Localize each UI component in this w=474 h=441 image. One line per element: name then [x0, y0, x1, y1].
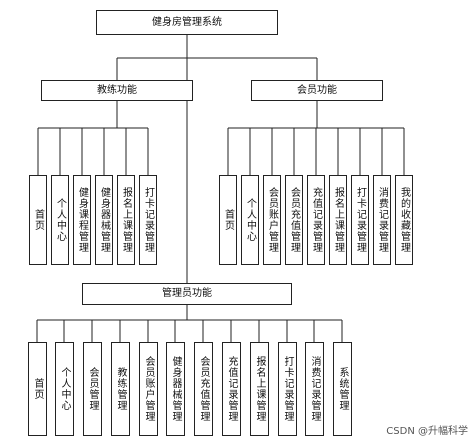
coach-item-equipment: 健身器械管理: [95, 175, 113, 265]
admin-item-system: 系统管理: [333, 342, 352, 436]
member-label: 会员功能: [297, 84, 337, 96]
admin-item-member: 会员管理: [83, 342, 102, 436]
coach-item-checkin: 打卡记录管理: [139, 175, 157, 265]
member-item-recharge-record: 充值记录管理: [307, 175, 325, 265]
admin-item-account: 会员账户管理: [139, 342, 158, 436]
member-item-checkin: 打卡记录管理: [351, 175, 369, 265]
admin-item-equipment: 健身器械管理: [166, 342, 185, 436]
admin-item-coach: 教练管理: [111, 342, 130, 436]
admin-item-checkin: 打卡记录管理: [278, 342, 297, 436]
coach-item-home: 首页: [29, 175, 47, 265]
admin-item-recharge-record: 充值记录管理: [222, 342, 241, 436]
root-node: 健身房管理系统: [96, 10, 278, 35]
coach-item-course: 健身课程管理: [73, 175, 91, 265]
admin-item-consumption: 消费记录管理: [305, 342, 324, 436]
admin-item-profile: 个人中心: [55, 342, 74, 436]
member-item-enroll: 报名上课管理: [329, 175, 347, 265]
admin-item-home: 首页: [28, 342, 47, 436]
coach-label: 教练功能: [97, 84, 137, 96]
admin-label: 管理员功能: [162, 288, 212, 299]
member-node: 会员功能: [251, 80, 383, 101]
member-item-favorites: 我的收藏管理: [395, 175, 413, 265]
root-label: 健身房管理系统: [152, 16, 222, 28]
member-item-profile: 个人中心: [241, 175, 259, 265]
member-item-account: 会员账户管理: [263, 175, 281, 265]
admin-node: 管理员功能: [82, 283, 292, 305]
member-item-home: 首页: [219, 175, 237, 265]
coach-item-enroll: 报名上课管理: [117, 175, 135, 265]
coach-item-profile: 个人中心: [51, 175, 69, 265]
admin-item-recharge: 会员充值管理: [194, 342, 213, 436]
watermark-text: CSDN @升幅科学: [386, 426, 468, 437]
coach-node: 教练功能: [41, 80, 193, 101]
member-item-consumption: 消费记录管理: [373, 175, 391, 265]
admin-item-enroll: 报名上课管理: [250, 342, 269, 436]
member-item-recharge: 会员充值管理: [285, 175, 303, 265]
